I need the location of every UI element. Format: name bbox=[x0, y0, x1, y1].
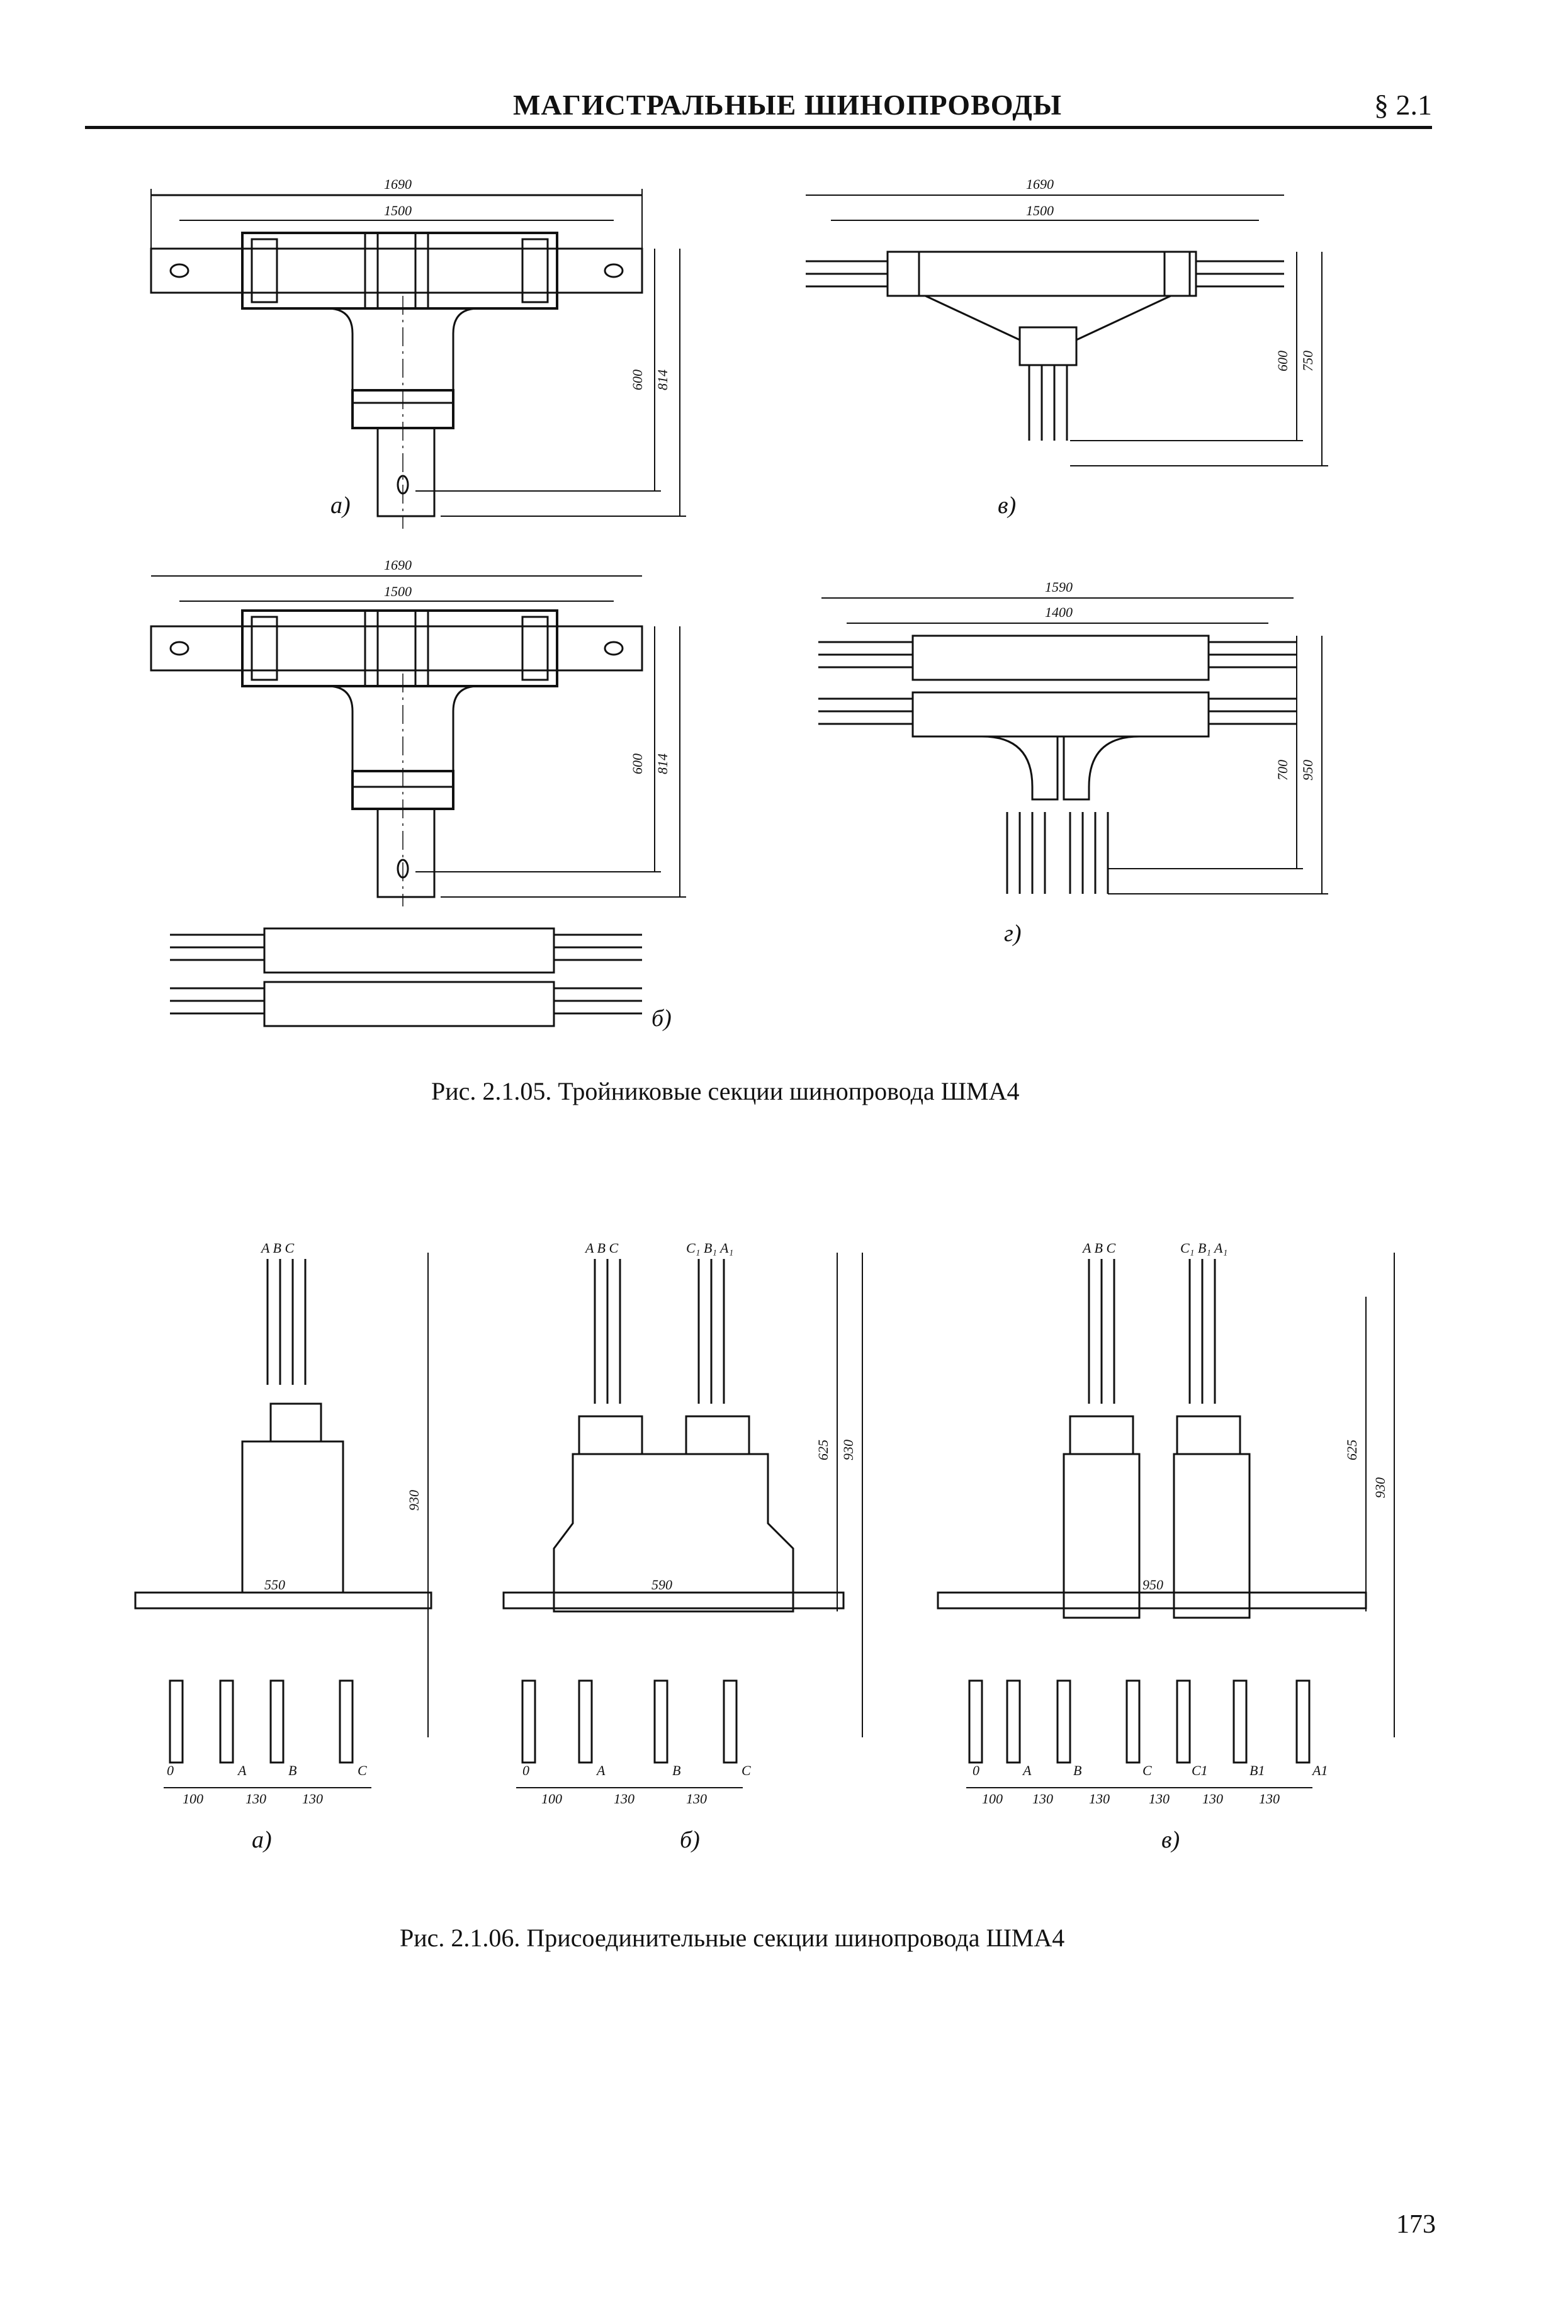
dim-1400: 1400 bbox=[1045, 604, 1073, 620]
label-B1: B1 bbox=[1249, 1763, 1265, 1778]
dim-950: 950 bbox=[1300, 760, 1316, 781]
label-C: C bbox=[1142, 1763, 1152, 1778]
connection-section-b: A B C C₁ B₁ A₁ 590 625 930 0 A B C 100 1… bbox=[502, 1240, 863, 1853]
label-0: 0 bbox=[167, 1763, 174, 1778]
dim-600: 600 bbox=[1275, 351, 1290, 371]
label-0: 0 bbox=[973, 1763, 979, 1778]
dim-130: 130 bbox=[245, 1791, 266, 1807]
phases-top-right: C₁ B₁ A₁ bbox=[686, 1240, 733, 1256]
phases-top-right: C₁ B₁ A₁ bbox=[1180, 1240, 1227, 1256]
tee-section-g: 1590 1400 700 950 г) bbox=[818, 579, 1328, 947]
dim-130: 130 bbox=[302, 1791, 323, 1807]
dim-130: 130 bbox=[1089, 1791, 1110, 1807]
label-A1: A1 bbox=[1311, 1763, 1328, 1778]
label-v: в) bbox=[998, 492, 1016, 519]
phases-top: A B C bbox=[260, 1240, 294, 1256]
dim-100: 100 bbox=[183, 1791, 203, 1807]
page-header: МАГИСТРАЛЬНЫЕ ШИНОПРОВОДЫ § 2.1 bbox=[85, 88, 1432, 129]
dim-130: 130 bbox=[1202, 1791, 1223, 1807]
dim-814: 814 bbox=[655, 753, 670, 774]
tee-section-b: 1690 1500 600 814 б) bbox=[150, 557, 686, 1032]
dim-950: 950 bbox=[1142, 1577, 1163, 1593]
dim-590: 590 bbox=[651, 1577, 672, 1593]
phases-top-left: A B C bbox=[584, 1240, 618, 1256]
dim-130: 130 bbox=[1259, 1791, 1280, 1807]
label-a: а) bbox=[330, 492, 351, 519]
dim-550: 550 bbox=[264, 1577, 285, 1593]
running-title: МАГИСТРАЛЬНЫЕ ШИНОПРОВОДЫ bbox=[513, 89, 1063, 121]
label-B: B bbox=[672, 1763, 680, 1778]
dim-750: 750 bbox=[1300, 351, 1316, 371]
label-b: б) bbox=[680, 1827, 700, 1853]
dim-130: 130 bbox=[1032, 1791, 1053, 1807]
dim-1690: 1690 bbox=[384, 557, 412, 573]
phases-top-left: A B C bbox=[1081, 1240, 1115, 1256]
label-b: б) bbox=[651, 1005, 672, 1032]
connection-section-v: A B C C₁ B₁ A₁ 950 625 930 0 A B C C1 B1… bbox=[937, 1240, 1395, 1853]
figure-caption-2-1-05: Рис. 2.1.05. Тройниковые секции шинопров… bbox=[431, 1077, 1020, 1105]
dim-625: 625 bbox=[815, 1440, 831, 1460]
label-A: A bbox=[237, 1763, 247, 1778]
header-rule bbox=[85, 126, 1432, 129]
dim-1500: 1500 bbox=[1026, 203, 1054, 218]
label-v: в) bbox=[1161, 1827, 1180, 1853]
dim-1690: 1690 bbox=[384, 176, 412, 192]
tee-section-v: 1690 1500 600 750 в) bbox=[806, 176, 1328, 519]
dim-930: 930 bbox=[840, 1440, 856, 1460]
label-A: A bbox=[595, 1763, 606, 1778]
dim-130: 130 bbox=[686, 1791, 707, 1807]
dim-930: 930 bbox=[406, 1490, 422, 1511]
dim-130: 130 bbox=[614, 1791, 635, 1807]
dim-1590: 1590 bbox=[1045, 579, 1073, 595]
dim-814: 814 bbox=[655, 369, 670, 390]
dim-600: 600 bbox=[629, 753, 645, 774]
label-B: B bbox=[288, 1763, 296, 1778]
dim-600: 600 bbox=[629, 369, 645, 390]
label-a: а) bbox=[252, 1827, 272, 1853]
label-C1: C1 bbox=[1192, 1763, 1208, 1778]
label-A: A bbox=[1022, 1763, 1032, 1778]
dim-130: 130 bbox=[1149, 1791, 1170, 1807]
dim-100: 100 bbox=[982, 1791, 1003, 1807]
connection-section-a: A B C 550 930 0 A B C 100 130 130 а) bbox=[134, 1240, 432, 1853]
page-number: 173 bbox=[1396, 2210, 1436, 2239]
label-C: C bbox=[742, 1763, 751, 1778]
tee-section-a: 1690 1500 600 814 а) bbox=[150, 176, 686, 529]
dim-1500: 1500 bbox=[384, 203, 412, 218]
dim-100: 100 bbox=[541, 1791, 562, 1807]
label-C: C bbox=[358, 1763, 367, 1778]
dim-625: 625 bbox=[1344, 1440, 1360, 1460]
dim-1690: 1690 bbox=[1026, 176, 1054, 192]
section-number: § 2.1 bbox=[1374, 89, 1432, 121]
figure-caption-2-1-06: Рис. 2.1.06. Присоединительные секции ши… bbox=[400, 1924, 1065, 1952]
dim-1500: 1500 bbox=[384, 584, 412, 599]
dim-700: 700 bbox=[1275, 760, 1290, 781]
label-g: г) bbox=[1004, 920, 1021, 947]
dim-930: 930 bbox=[1372, 1477, 1388, 1498]
label-0: 0 bbox=[522, 1763, 529, 1778]
label-B: B bbox=[1073, 1763, 1081, 1778]
